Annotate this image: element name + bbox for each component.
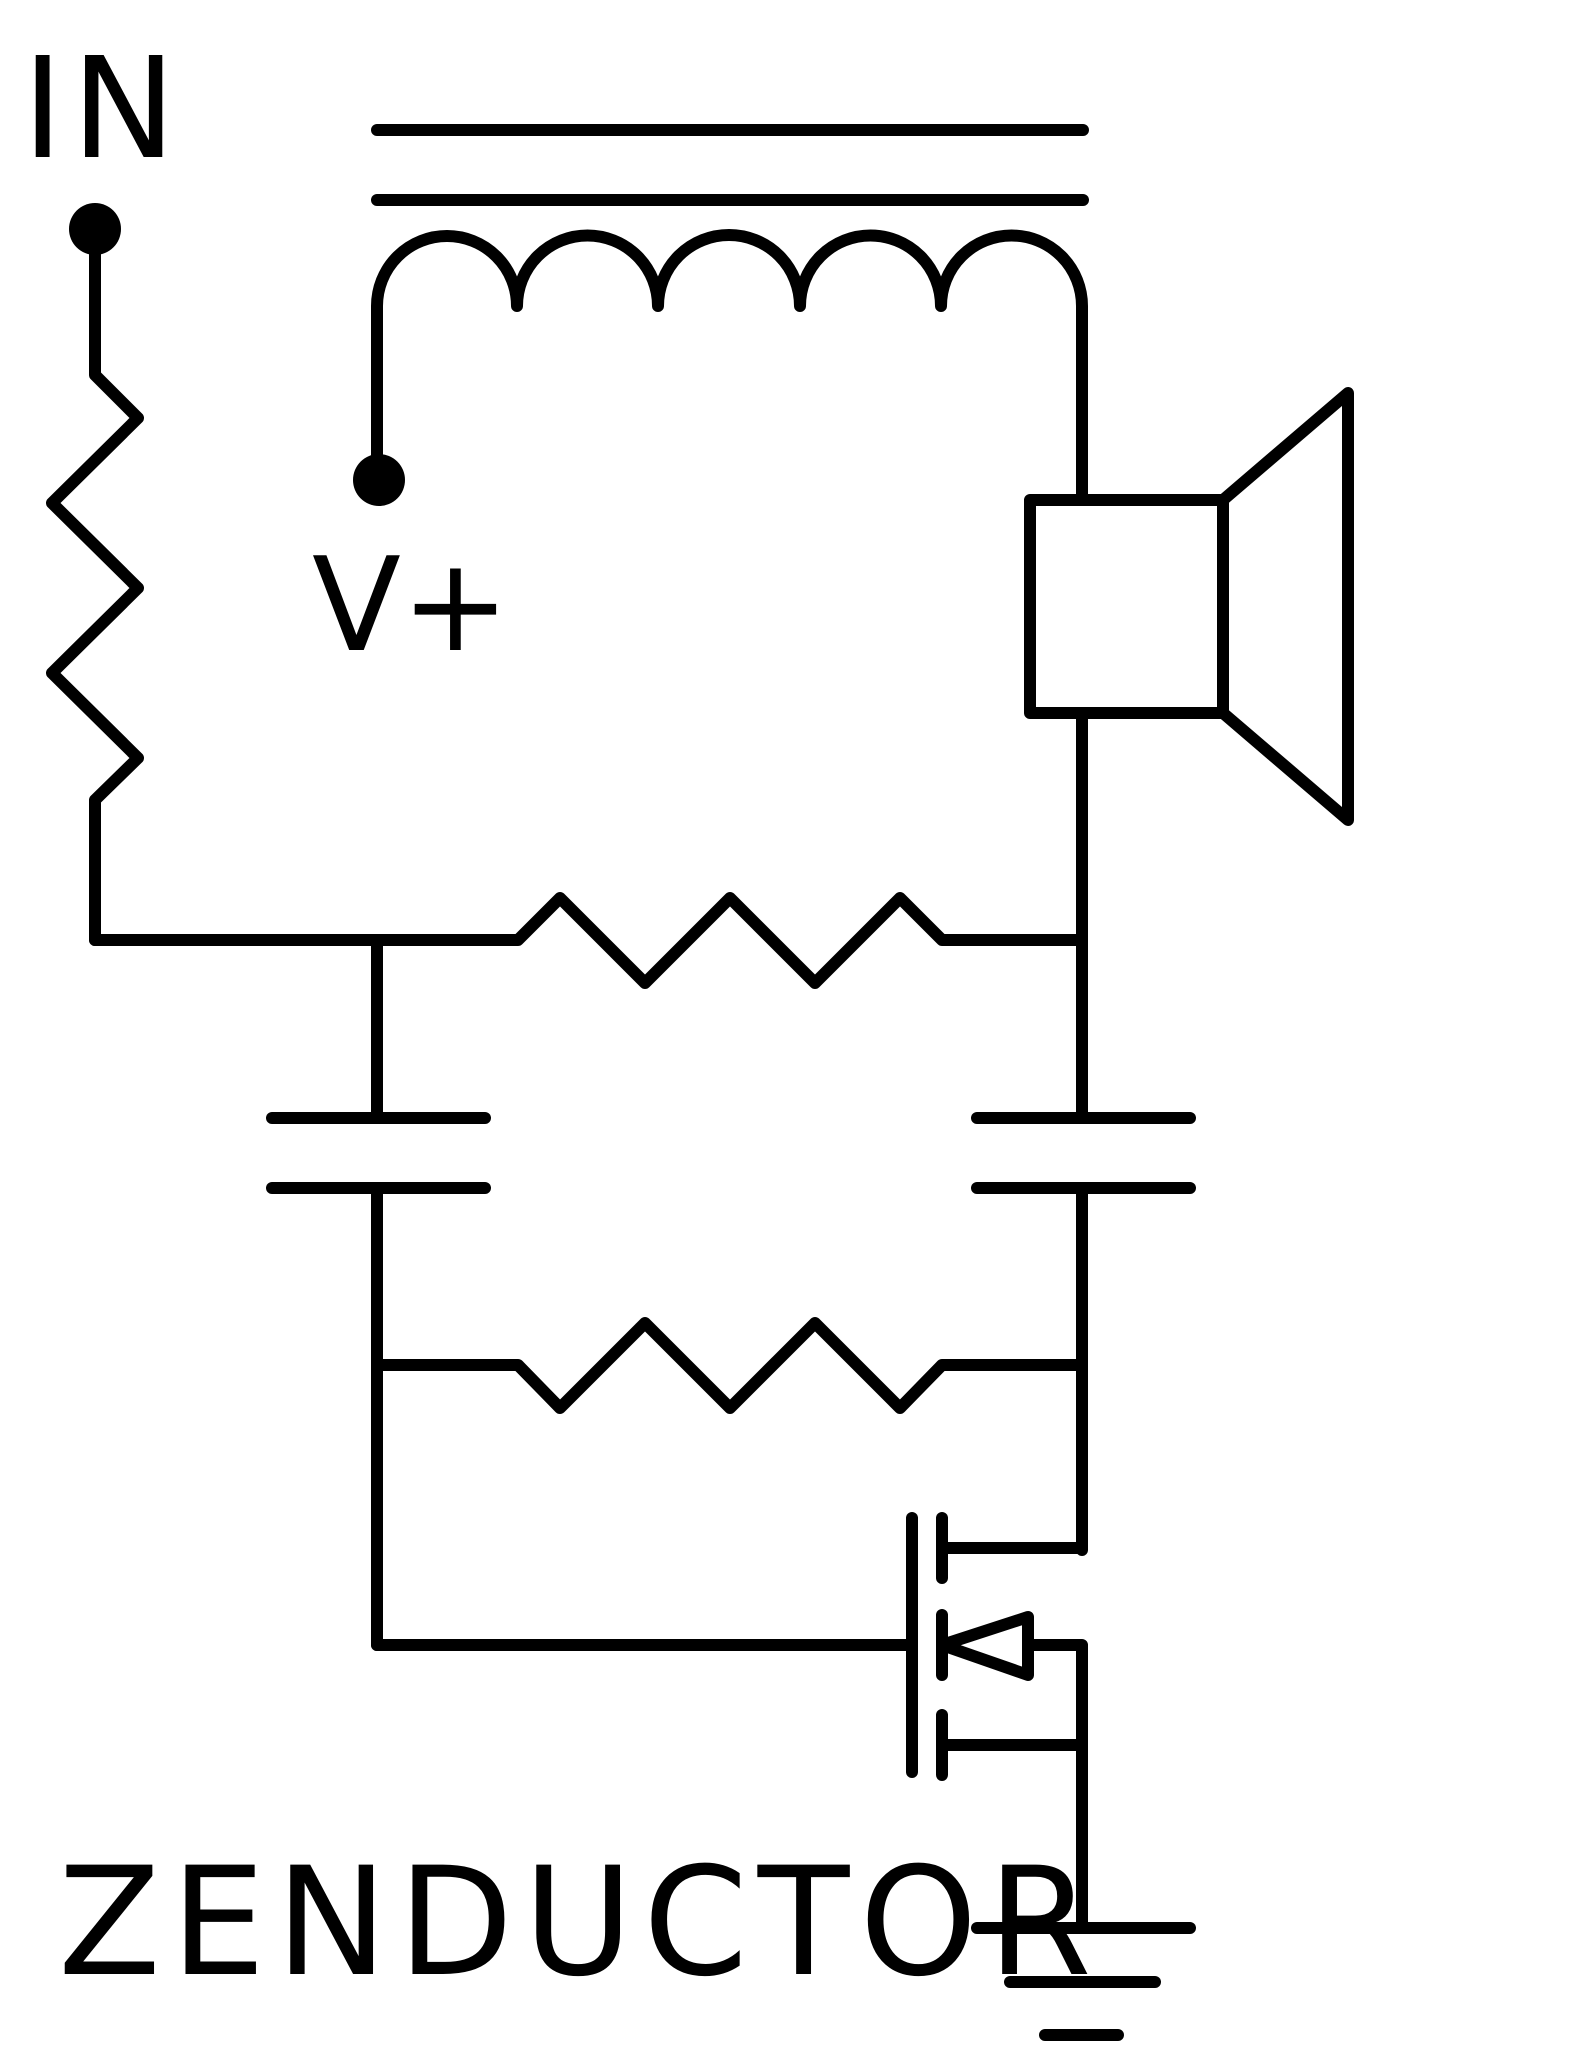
input-resistor <box>46 223 144 946</box>
input-label: IN <box>22 28 185 191</box>
transformer-winding <box>371 229 1088 506</box>
supply-label: V+ <box>312 529 510 681</box>
mosfet-body-arrow <box>936 1611 1034 1681</box>
speaker-cone <box>1217 387 1354 826</box>
bias-resistor <box>371 1317 1088 1414</box>
mosfet-source-lead <box>1022 1639 1088 1934</box>
supply-terminal <box>353 454 405 506</box>
speaker-magnet <box>1024 494 1229 719</box>
feedback-resistor <box>89 892 1088 989</box>
diagram-title: ZENDUCTOR <box>58 1836 1102 2010</box>
